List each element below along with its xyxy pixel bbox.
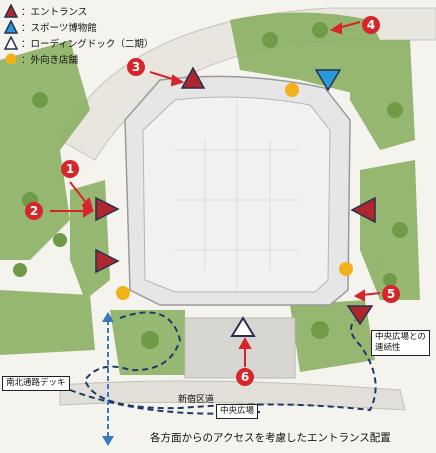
sports-museum-marker: [314, 69, 342, 92]
access-routes: [69, 311, 377, 415]
central-plaza-label: 中央広場: [216, 404, 259, 419]
red-triangle-icon: [4, 4, 18, 18]
green-east: [360, 160, 420, 300]
green-northeast: [350, 40, 415, 150]
green-south-west-edge: [0, 290, 95, 355]
legend-entrance: ：エントランス: [4, 4, 154, 18]
shinjuku-road-label: 新宿区道: [178, 395, 215, 405]
legend-shops: ：外向き店舗: [4, 52, 154, 66]
marker-4: 4: [362, 16, 380, 34]
entrance-marker: [350, 196, 376, 224]
trees: [13, 22, 408, 349]
shinjuku-ward-road: [59, 380, 406, 411]
legend-museum-label: ：スポーツ博物館: [21, 23, 97, 34]
entrance-marker: [180, 66, 206, 89]
entrance-markers: [95, 66, 376, 326]
legend: ：エントランス ：スポーツ博物館 ：ローディングドック（二期） ：外向き店舗: [4, 4, 154, 68]
marker-1: 1: [61, 160, 79, 178]
legend-shops-label: ：外向き店舗: [21, 55, 79, 66]
legend-loading-dock-label: ：ローディングドック（二期）: [21, 39, 154, 50]
route-deck-link: [69, 389, 261, 415]
roof-grid: [175, 100, 300, 292]
marker-6: 6: [236, 368, 254, 386]
marker-5: 5: [382, 285, 400, 303]
entrance-marker: [346, 305, 374, 326]
green-southeast: [290, 300, 375, 372]
legend-loading-dock: ：ローディングドック（二期）: [4, 36, 154, 50]
north-south-deck-label: 南北通路デッキ: [2, 376, 70, 391]
entrance-marker: [95, 196, 120, 222]
plaza-continuity-label: 中央広場との 連続性: [371, 330, 430, 356]
deck-arrow-head-up: [102, 312, 114, 322]
deck-arrow-head-down: [102, 436, 114, 446]
pointer-arrows: [50, 21, 381, 367]
shop-markers: [116, 83, 353, 300]
marker-3: 3: [127, 58, 145, 76]
stadium-roof-inner: [142, 96, 331, 293]
white-triangle-icon: [4, 36, 18, 50]
route-south-loop: [83, 311, 377, 412]
entrance-marker: [95, 248, 120, 274]
marker-2: 2: [25, 202, 43, 220]
map-caption: 各方面からのアクセスを考慮したエントランス配置: [150, 432, 391, 444]
blue-triangle-icon: [4, 20, 18, 34]
loading-dock-marker: [230, 316, 256, 337]
legend-museum: ：スポーツ博物館: [4, 20, 154, 34]
shop-marker: [116, 286, 130, 300]
shop-marker: [339, 262, 353, 276]
orange-circle-icon: [5, 53, 17, 65]
shop-marker: [285, 83, 299, 97]
legend-entrance-label: ：エントランス: [21, 7, 88, 18]
